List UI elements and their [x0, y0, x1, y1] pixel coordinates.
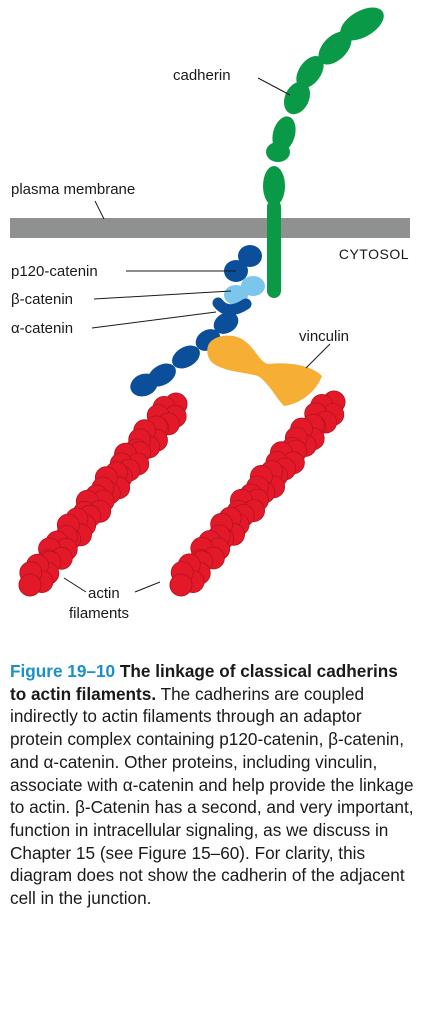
alpha-catenin-leader — [91, 311, 217, 329]
cadherin-leader — [257, 77, 291, 96]
vinculin-leader — [305, 343, 331, 369]
cytosol-label: CYTOSOL — [339, 246, 409, 262]
beta-catenin-protein — [224, 276, 265, 305]
actin-subunit — [169, 573, 193, 597]
plasma-membrane-leader — [94, 200, 105, 220]
alpha-catenin-label: α-catenin — [11, 320, 73, 337]
actin-subunit — [18, 573, 42, 597]
beta-catenin-leader — [93, 290, 232, 300]
vinculin-protein — [207, 335, 322, 406]
vinculin-label: vinculin — [299, 328, 349, 345]
alpha-catenin-protein — [130, 297, 252, 397]
figure-number: Figure 19–10 — [10, 661, 116, 681]
figure-caption: Figure 19–10 The linkage of classical ca… — [10, 660, 415, 910]
cadherin-label: cadherin — [173, 67, 231, 84]
actin-filament-right — [169, 390, 346, 597]
plasma-membrane-label: plasma membrane — [11, 181, 135, 198]
actin-leader-right — [134, 581, 161, 593]
cadherin-protein — [263, 7, 384, 298]
actin-leader-left — [63, 577, 87, 593]
plasma-membrane — [10, 218, 410, 238]
actin-label-line2: filaments — [69, 605, 129, 622]
cadherin-linkage-diagram: cadherin plasma membrane CYTOSOL p120-ca… — [10, 7, 410, 622]
p120-catenin-label: p120-catenin — [11, 263, 98, 280]
figure-body: The cadherins are coupled indirectly to … — [10, 683, 414, 909]
figure-title: The linkage of classical cadherins to ac… — [10, 661, 398, 704]
actin-label-line1: actin — [88, 585, 120, 602]
beta-catenin-label: β-catenin — [11, 291, 73, 308]
actin-filament-left — [18, 392, 188, 597]
